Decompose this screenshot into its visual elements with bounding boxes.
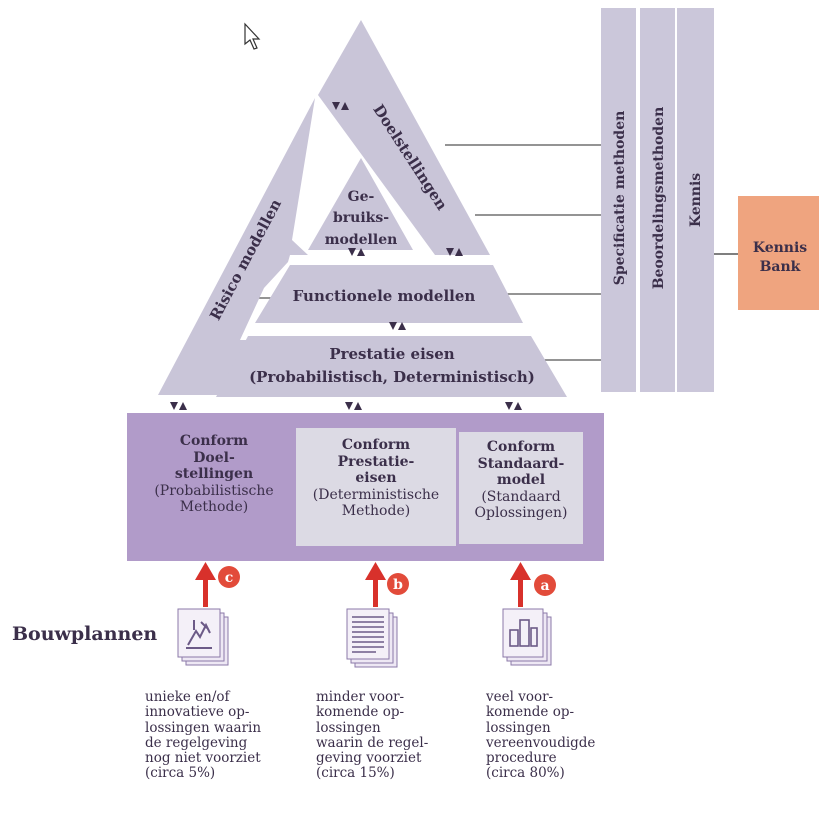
specificatie-column — [601, 8, 636, 392]
arrow-markers — [170, 102, 522, 410]
conform-doelstellingen-title-2: Doel- — [193, 449, 235, 466]
arrow-marker — [446, 248, 463, 256]
arrow-marker — [332, 102, 349, 110]
description-line: unieke en/of — [145, 689, 230, 705]
badge-a — [534, 574, 556, 596]
functionele-modellen-trapezoid — [255, 265, 523, 323]
description-line: procedure — [486, 750, 557, 766]
conform-prestatie-eisen: Conform Prestatie- eisen (Deterministisc… — [296, 437, 456, 520]
conform-doelstellingen-sub-2: Methode) — [179, 499, 249, 516]
conform-standaard-sub-2: Oplossingen) — [474, 505, 568, 522]
arrow-b-head — [365, 562, 386, 580]
conform-prestatie-sub-2: Methode) — [341, 503, 411, 520]
description-line: (circa 80%) — [486, 765, 565, 782]
description-line: lossingen — [316, 719, 381, 736]
conform-prestatie-sub-1: (Deterministische — [312, 486, 440, 503]
arrow-marker — [389, 322, 406, 330]
description-line: minder voor- — [316, 689, 405, 705]
conform-standaard-panel — [459, 432, 583, 544]
badge-c-label: c — [225, 570, 234, 586]
gebruiksmodellen-label-2: bruiks- — [333, 210, 389, 226]
document-stack-c-icon — [177, 608, 229, 666]
arrow-marker — [348, 248, 365, 256]
description-line: nog niet voorziet — [145, 750, 261, 766]
arrow-c-shaft — [203, 577, 208, 607]
kennis-bank-label-1: Kennis — [753, 240, 807, 256]
conform-standaard-title-3: model — [496, 472, 546, 489]
bouwplannen-label: Bouwplannen — [12, 623, 157, 645]
beoordeling-label: Beoordelingsmethoden — [651, 107, 667, 290]
arrow-marker — [345, 402, 362, 410]
prestatie-eisen-label-1: Prestatie eisen — [329, 345, 454, 363]
gebruiksmodellen-label-1: Ge- — [348, 189, 375, 205]
risico-modellen-triangle — [158, 98, 315, 395]
conform-doelstellingen-title-1: Conform — [179, 433, 249, 449]
conform-standaard-title-1: Conform — [486, 439, 556, 455]
conform-standaard-title-2: Standaard- — [477, 455, 565, 472]
description-line: (circa 5%) — [145, 765, 216, 782]
description-line: komende op- — [486, 704, 575, 721]
conform-doelstellingen-title-3: stellingen — [174, 466, 254, 483]
upward-arrows — [195, 562, 531, 607]
arrow-a-head — [510, 562, 531, 580]
kennis-column — [677, 8, 714, 392]
description-line: geving voorziet — [316, 750, 422, 766]
functionele-modellen-label: Functionele modellen — [293, 287, 476, 305]
description-c: unieke en/of innovatieve op- lossingen w… — [145, 689, 295, 782]
specificatie-label: Specificatie methoden — [612, 111, 628, 286]
conform-prestatie-title-1: Conform — [341, 437, 411, 453]
conform-standaard-sub-1: (Standaard — [481, 488, 561, 505]
description-line: (circa 15%) — [316, 765, 395, 782]
badge-b — [387, 573, 409, 595]
conform-doelstellingen-sub-1: (Probabilistische — [154, 482, 274, 499]
description-line: lossingen waarin — [145, 719, 262, 736]
document-stack-b-icon — [346, 608, 398, 668]
mouse-cursor-icon — [244, 22, 261, 50]
prestatie-eisen-label-2: (Probabilistisch, Deterministisch) — [249, 368, 535, 386]
kennis-bank-label-2: Bank — [760, 259, 801, 275]
description-b: minder voor- komende op- lossingen waari… — [316, 689, 466, 782]
conform-doelstellingen: Conform Doel- stellingen (Probabilistisc… — [134, 433, 294, 516]
arrow-marker — [170, 402, 187, 410]
conform-prestatie-title-2: Prestatie- — [337, 453, 415, 470]
kennis-label: Kennis — [688, 173, 704, 227]
conform-prestatie-panel — [296, 428, 456, 546]
description-a: veel voor- komende op- lossingen vereenv… — [486, 689, 636, 782]
description-line: lossingen — [486, 719, 551, 736]
gebruiksmodellen-label-3: modellen — [325, 232, 398, 248]
badge-b-label: b — [393, 577, 403, 593]
arrow-c-head — [195, 562, 216, 580]
doelstellingen-triangle — [318, 20, 490, 255]
arrow-b-shaft — [373, 577, 378, 607]
description-line: vereenvoudigde — [486, 734, 596, 751]
document-stack-a-icon — [502, 608, 552, 666]
conform-prestatie-title-3: eisen — [355, 470, 397, 487]
prestatie-eisen-trapezoid — [216, 336, 567, 397]
beoordeling-column — [640, 8, 675, 392]
gebruiksmodellen-triangle — [308, 158, 413, 250]
description-line: innovatieve op- — [145, 704, 250, 721]
badge-a-label: a — [540, 578, 549, 594]
description-line: veel voor- — [486, 689, 554, 705]
kennis-bank-box — [738, 196, 819, 310]
arrow-marker — [505, 402, 522, 410]
badge-c — [218, 566, 240, 588]
description-line: de regelgeving — [145, 734, 248, 751]
description-line: komende op- — [316, 704, 405, 721]
conform-standaard-model: Conform Standaard- model (Standaard Oplo… — [459, 439, 583, 522]
arrow-a-shaft — [518, 577, 523, 607]
description-line: waarin de regel- — [316, 734, 429, 751]
